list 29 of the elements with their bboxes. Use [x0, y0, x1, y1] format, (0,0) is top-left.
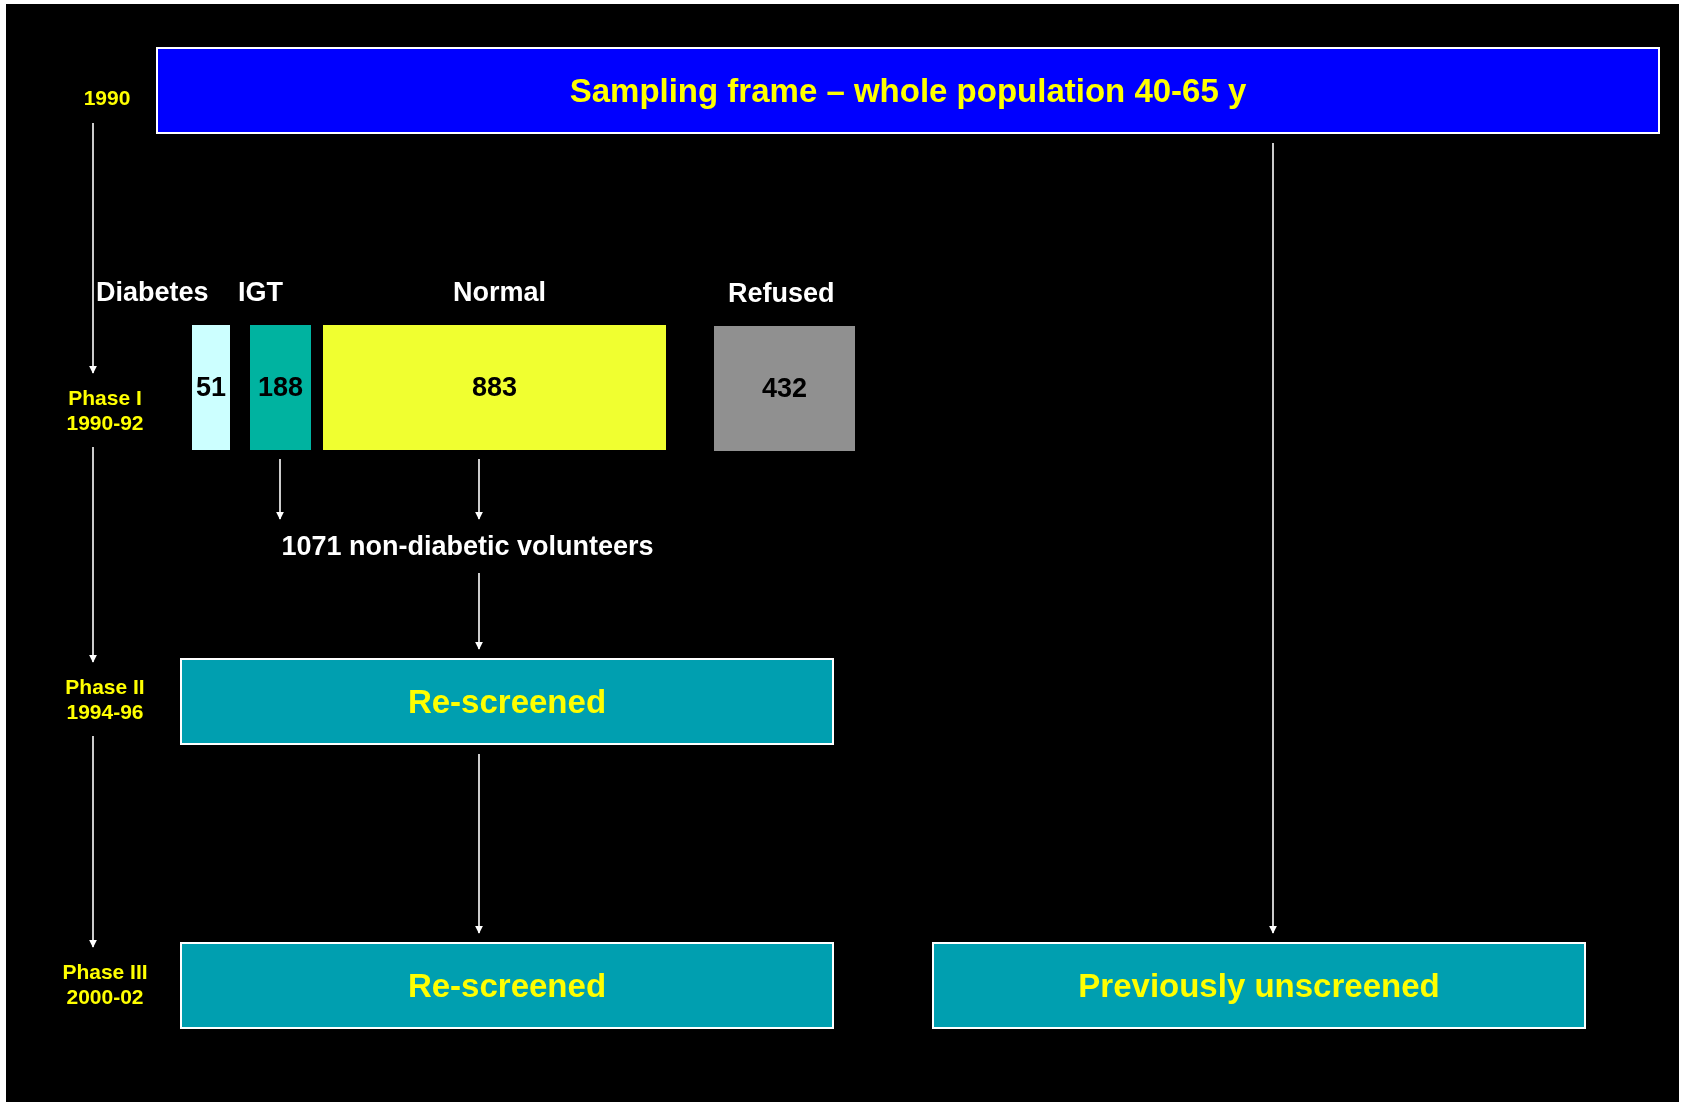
process-box: [932, 942, 1586, 1029]
count-value: 188: [257, 372, 304, 403]
column-heading: Refused: [728, 278, 835, 309]
arrow: [475, 753, 483, 934]
process-box: [156, 47, 1660, 134]
column-heading: IGT: [238, 277, 283, 308]
arrow: [89, 735, 97, 948]
phase-label: Phase I 1990-92: [40, 382, 170, 438]
box-label: Re-screened: [407, 682, 607, 721]
arrow: [475, 572, 483, 650]
box-label: Re-screened: [407, 966, 607, 1005]
arrow: [89, 446, 97, 663]
box-label: Previously unscreened: [1078, 966, 1440, 1005]
process-box: [180, 942, 834, 1029]
count-value: 883: [471, 372, 518, 403]
column-heading: Normal: [453, 277, 547, 308]
phase-label: 1990: [62, 82, 152, 114]
phase-label: Phase II 1994-96: [40, 671, 170, 727]
count-value: 432: [761, 373, 808, 404]
arrow: [276, 458, 284, 520]
group-label: 1071 non-diabetic volunteers: [230, 528, 705, 564]
arrow: [1269, 142, 1277, 934]
process-box: [180, 658, 834, 745]
column-heading: Diabetes: [96, 277, 209, 308]
arrow: [89, 122, 97, 374]
count-value: 51: [195, 372, 226, 403]
phase-label: Phase III 2000-02: [40, 956, 170, 1012]
arrow: [475, 458, 483, 520]
box-label: Sampling frame – whole population 40-65 y: [569, 71, 1247, 110]
